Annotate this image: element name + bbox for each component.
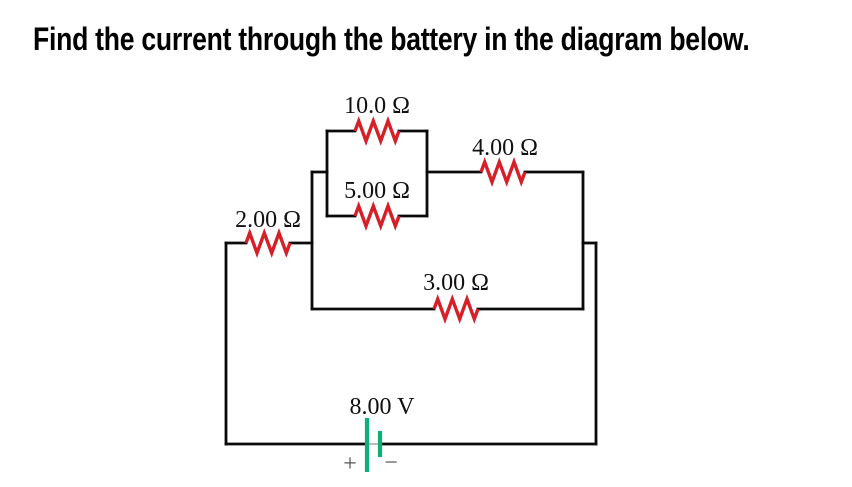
resistor-2-ohm-zigzag-icon [244, 228, 292, 258]
battery-minus-sign: − [384, 450, 398, 476]
resistor-4-ohm-zigzag-icon [479, 157, 527, 187]
page-title: Find the current through the battery in … [33, 21, 750, 57]
resistor-3-ohm-label: 3.00 Ω [423, 270, 489, 296]
resistor-10-ohm-label: 10.0 Ω [344, 93, 410, 119]
resistor-10-ohm-zigzag-icon [353, 116, 401, 146]
resistor-2-ohm-label: 2.00 Ω [235, 207, 301, 233]
resistor-3-ohm-zigzag-icon [432, 294, 480, 324]
resistor-5-ohm-zigzag-icon [353, 201, 401, 231]
battery-plus-sign: + [343, 451, 357, 477]
battery-voltage-label: 8.00 V [350, 394, 416, 420]
resistor-5-ohm-label: 5.00 Ω [344, 178, 410, 204]
resistor-4-ohm-label: 4.00 Ω [472, 135, 538, 161]
